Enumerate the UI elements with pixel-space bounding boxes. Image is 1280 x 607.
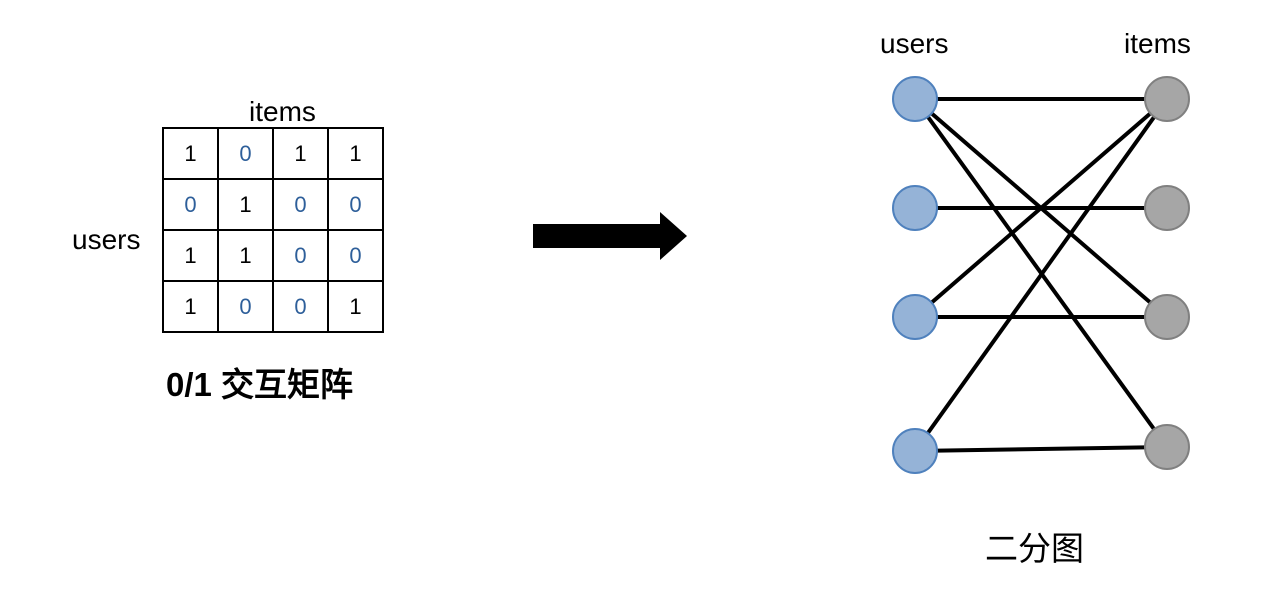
- graph-users-label: users: [880, 28, 949, 59]
- matrix-row-label: users: [72, 224, 141, 255]
- matrix-column-label: items: [249, 96, 316, 127]
- graph-edges: [913, 97, 1169, 453]
- matrix-cell: 1: [272, 127, 329, 180]
- matrix-cell: 0: [217, 127, 274, 180]
- graph-nodes: [892, 76, 1190, 474]
- graph-edge: [913, 97, 1169, 319]
- matrix-cell: 1: [162, 127, 219, 180]
- matrix-caption: 0/1 交互矩阵: [166, 366, 354, 403]
- graph-items-label: items: [1124, 28, 1191, 59]
- matrix-cell: 0: [162, 178, 219, 231]
- matrix-cell: 0: [272, 229, 329, 282]
- item-node: [1144, 76, 1190, 122]
- matrix-cell: 1: [162, 229, 219, 282]
- arrow-icon: [533, 212, 687, 260]
- matrix-cell: 1: [217, 178, 274, 231]
- matrix-cell: 0: [217, 280, 274, 333]
- matrix-cell: 1: [217, 229, 274, 282]
- user-node: [892, 428, 938, 474]
- item-node: [1144, 185, 1190, 231]
- matrix-cell: 1: [327, 280, 384, 333]
- user-node: [892, 76, 938, 122]
- matrix-cell: 0: [327, 229, 384, 282]
- matrix-cell: 0: [272, 280, 329, 333]
- matrix-cell: 0: [272, 178, 329, 231]
- graph-caption: 二分图: [985, 530, 1084, 567]
- user-node: [892, 185, 938, 231]
- matrix-cell: 1: [162, 280, 219, 333]
- matrix-cell: 0: [327, 178, 384, 231]
- graph-edge: [914, 445, 1168, 453]
- matrix-cell: 1: [327, 127, 384, 180]
- graph-edge: [913, 97, 1169, 453]
- item-node: [1144, 294, 1190, 340]
- user-node: [892, 294, 938, 340]
- item-node: [1144, 424, 1190, 470]
